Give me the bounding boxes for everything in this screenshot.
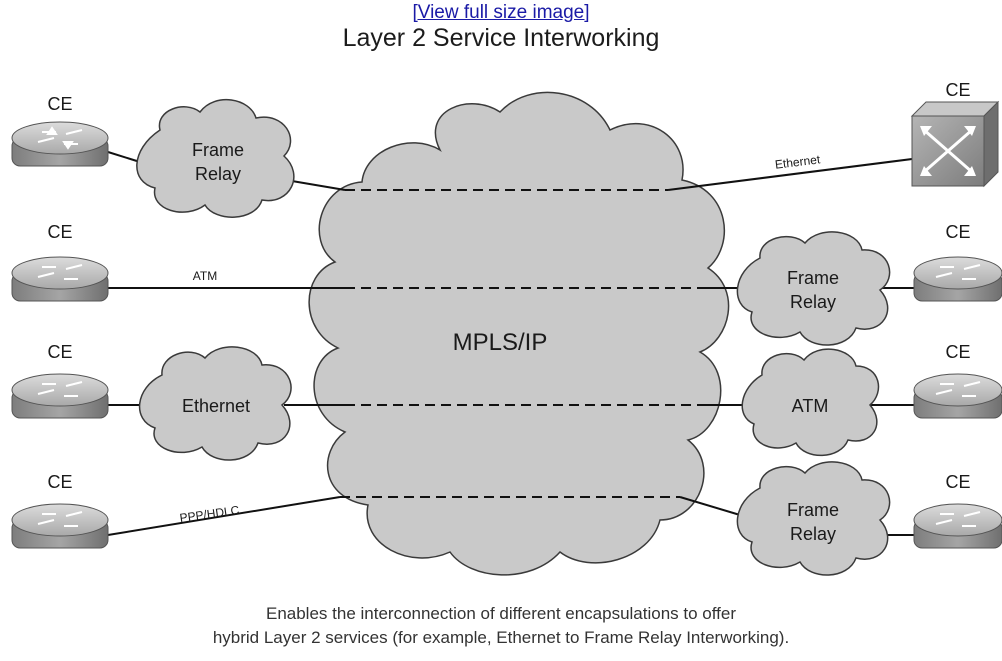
router-icon (11, 256, 109, 302)
ce-label: CE (945, 80, 970, 100)
right-access-cloud-atm: ATM (741, 348, 880, 457)
right-cloud-line2: Relay (790, 292, 836, 312)
left-cloud-line1: Frame (192, 140, 244, 160)
right-cloud-line2: Relay (790, 524, 836, 544)
diagram-title: Layer 2 Service Interworking (342, 24, 660, 52)
right-line-label-ethernet: Ethernet (774, 152, 821, 172)
left-access-cloud-frame-relay: Frame Relay (136, 98, 295, 218)
caption-line-2: hybrid Layer 2 services (for example, Et… (212, 628, 790, 647)
router-icon (11, 121, 109, 167)
ce-label: CE (47, 472, 72, 492)
right-access-cloud-frame-relay-1: Frame Relay (736, 231, 891, 346)
right-cloud-line1: Frame (787, 500, 839, 520)
left-cloud-line2: Relay (195, 164, 241, 184)
core-label: MPLS/IP (453, 329, 548, 356)
router-icon (11, 503, 109, 549)
left-line-label-atm: ATM (193, 269, 217, 283)
mpls-core-cloud (308, 91, 730, 576)
ce-label: CE (47, 222, 72, 242)
right-cloud-atm-label: ATM (792, 396, 829, 416)
ce-label: CE (47, 94, 72, 114)
switch-icon (910, 100, 1000, 188)
ce-label: CE (945, 472, 970, 492)
left-cloud-ethernet-label: Ethernet (182, 396, 250, 416)
router-icon (913, 503, 1002, 549)
left-access-cloud-ethernet: Ethernet (139, 346, 292, 461)
ce-label: CE (945, 342, 970, 362)
caption-line-1: Enables the interconnection of different… (265, 604, 737, 623)
right-access-cloud-frame-relay-2: Frame Relay (736, 461, 891, 576)
router-icon (913, 256, 1002, 302)
left-line-label-ppp: PPP/HDLC (179, 503, 241, 525)
router-icon (11, 373, 109, 419)
right-cloud-line1: Frame (787, 268, 839, 288)
ce-label: CE (47, 342, 72, 362)
pseudowire-links (107, 151, 921, 536)
view-full-size-link[interactable]: [View full size image] (412, 2, 590, 23)
router-icon (913, 373, 1002, 419)
ce-label: CE (945, 222, 970, 242)
